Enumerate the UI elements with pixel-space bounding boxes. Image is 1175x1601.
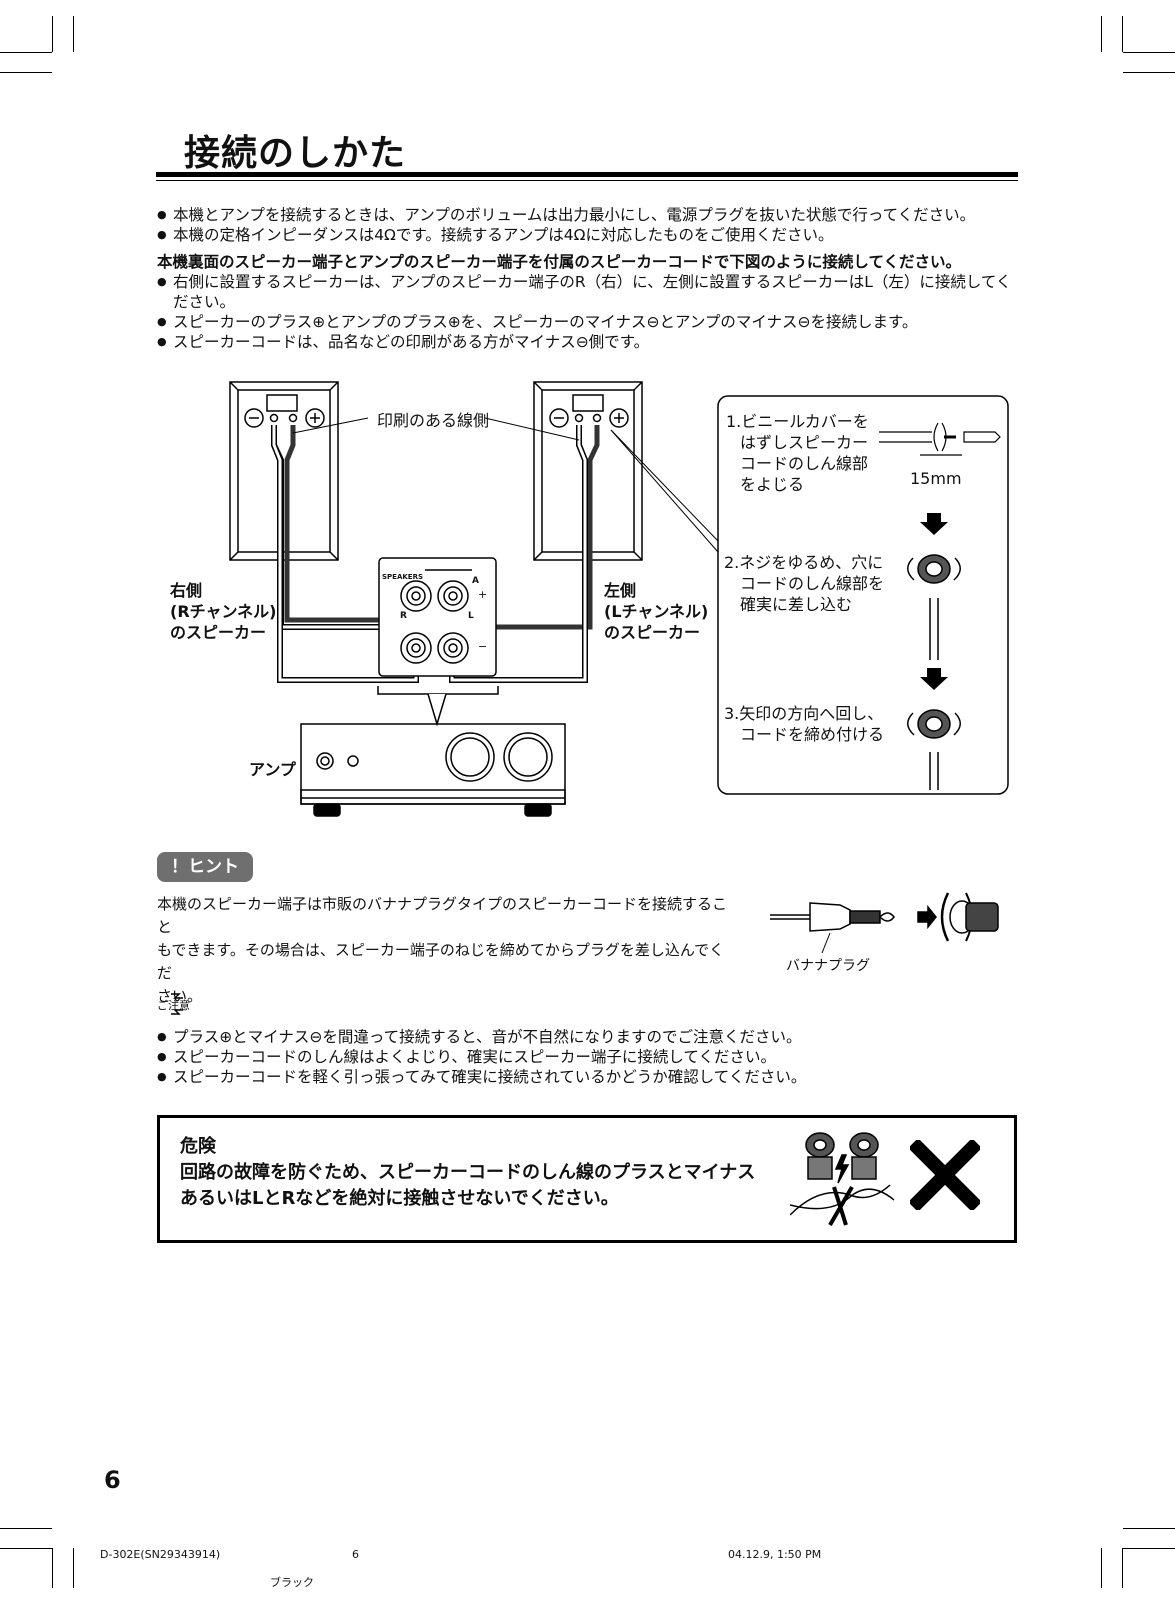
steps-panel bbox=[717, 395, 1009, 795]
amplifier bbox=[300, 723, 566, 817]
arrow-down-icon bbox=[920, 668, 948, 690]
danger-text: 回路の故障を防ぐため、スピーカーコードのしん線のプラスとマイナス あるいはLとR… bbox=[180, 1162, 756, 1209]
instruction-heading: 本機裏面のスピーカー端子とアンプのスピーカー端子を付属のスピーカーコードで下図の… bbox=[157, 253, 961, 271]
printed-side-leader bbox=[484, 417, 580, 441]
instruction-list: 右側に設置するスピーカーは、アンプのスピーカー端子のR（右）に、左側に設置するス… bbox=[157, 272, 1017, 352]
footer-model: D-302E(SN29343914) bbox=[100, 1548, 221, 1561]
footer-page: 6 bbox=[352, 1548, 359, 1561]
plus-label: + bbox=[478, 588, 488, 601]
hint-badge: ！ヒント bbox=[157, 852, 253, 882]
caution-label: ご注意 bbox=[157, 999, 190, 1012]
step2-text: 2.ネジをゆるめ、穴に コードのしん線部を 確実に差し込む bbox=[724, 553, 885, 614]
terminal-loosen-icon bbox=[907, 554, 961, 660]
hint-text: 本機のスピーカー端子は市販のバナナプラグタイプのスピーカーコードを接続すること … bbox=[157, 895, 728, 1005]
short-circuit-icon bbox=[790, 1132, 895, 1227]
page-number: 6 bbox=[104, 1466, 121, 1494]
banana-plug-label: バナナプラグ bbox=[786, 958, 870, 974]
terminal-a-label: A bbox=[472, 576, 479, 586]
speakers-terminal-label: SPEAKERS bbox=[382, 573, 424, 581]
instruction-item: スピーカーコードは、品名などの印刷がある方がマイナス⊖側です。 bbox=[157, 332, 1017, 352]
right-speaker-label: 右側 (Rチャンネル) のスピーカー bbox=[170, 581, 277, 642]
terminal-r-label: R bbox=[400, 611, 407, 621]
caution-icon: ご注意 bbox=[157, 992, 197, 1018]
intro-item: 本機の定格インピーダンスは4Ωです。接続するアンプは4Ωに対応したものをご使用く… bbox=[157, 225, 1027, 245]
step1-measure: 15mm bbox=[910, 469, 962, 488]
page-title: 接続のしかた bbox=[184, 133, 407, 174]
danger-box bbox=[157, 1115, 1017, 1243]
zoom-line bbox=[610, 429, 719, 542]
caution-item: プラス⊕とマイナス⊖を間違って接続すると、音が不自然になりますのでご注意ください… bbox=[157, 1027, 1017, 1047]
intro-list: 本機とアンプを接続するときは、アンプのボリュームは出力最小にし、電源プラグを抜い… bbox=[157, 205, 1027, 245]
left-speaker-label: 左側 (Lチャンネル) のスピーカー bbox=[604, 581, 709, 642]
printed-side-leader bbox=[292, 417, 369, 434]
terminal-tighten-icon bbox=[907, 709, 961, 790]
terminal-l-label: L bbox=[468, 611, 474, 621]
zoom-line bbox=[610, 429, 719, 553]
title-rule-thin bbox=[156, 180, 1018, 181]
instruction-item: 右側に設置するスピーカーは、アンプのスピーカー端子のR（右）に、左側に設置するス… bbox=[157, 272, 1017, 312]
amp-terminal-panel bbox=[377, 557, 499, 727]
caution-item: スピーカーコードを軽く引っ張ってみて確実に接続されているかどうか確認してください… bbox=[157, 1067, 1017, 1087]
instruction-item: スピーカーのプラス⊕とアンプのプラス⊕を、スピーカーのマイナス⊖とアンプのマイナ… bbox=[157, 312, 1017, 332]
title-rule bbox=[156, 172, 1018, 177]
printed-side-label: 印刷のある線側 bbox=[377, 411, 490, 430]
banana-plug-icon bbox=[770, 892, 999, 954]
stripped-wire-icon bbox=[879, 422, 1001, 456]
footer-date: 04.12.9, 1:50 PM bbox=[728, 1548, 822, 1561]
connection-diagram bbox=[229, 381, 1009, 817]
prohibited-x-icon bbox=[910, 1140, 980, 1210]
caution-list: プラス⊕とマイナス⊖を間違って接続すると、音が不自然になりますのでご注意ください… bbox=[157, 1027, 1017, 1087]
step1-text: 1.ビニールカバーを はずしスピーカー コードのしん線部 をよじる bbox=[726, 412, 869, 494]
caution-item: スピーカーコードのしん線はよくよじり、確実にスピーカー端子に接続してください。 bbox=[157, 1047, 1017, 1067]
danger-title: 危険 bbox=[180, 1136, 216, 1157]
intro-item: 本機とアンプを接続するときは、アンプのボリュームは出力最小にし、電源プラグを抜い… bbox=[157, 205, 1027, 225]
amp-label: アンプ bbox=[249, 760, 296, 779]
footer-color: ブラック bbox=[270, 1576, 314, 1589]
minus-label: − bbox=[478, 640, 488, 653]
step3-text: 3.矢印の方向へ回し、 コードを締め付ける bbox=[724, 704, 885, 744]
arrow-down-icon bbox=[920, 513, 948, 535]
